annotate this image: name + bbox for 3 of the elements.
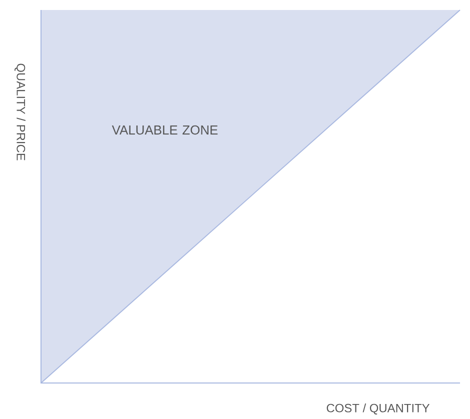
zone-triangle: VALUABLE ZONE	[40, 10, 460, 384]
axis-label: COST / QUANTITY	[326, 404, 430, 414]
axis-label: QUALITY / PRICE	[14, 64, 26, 160]
